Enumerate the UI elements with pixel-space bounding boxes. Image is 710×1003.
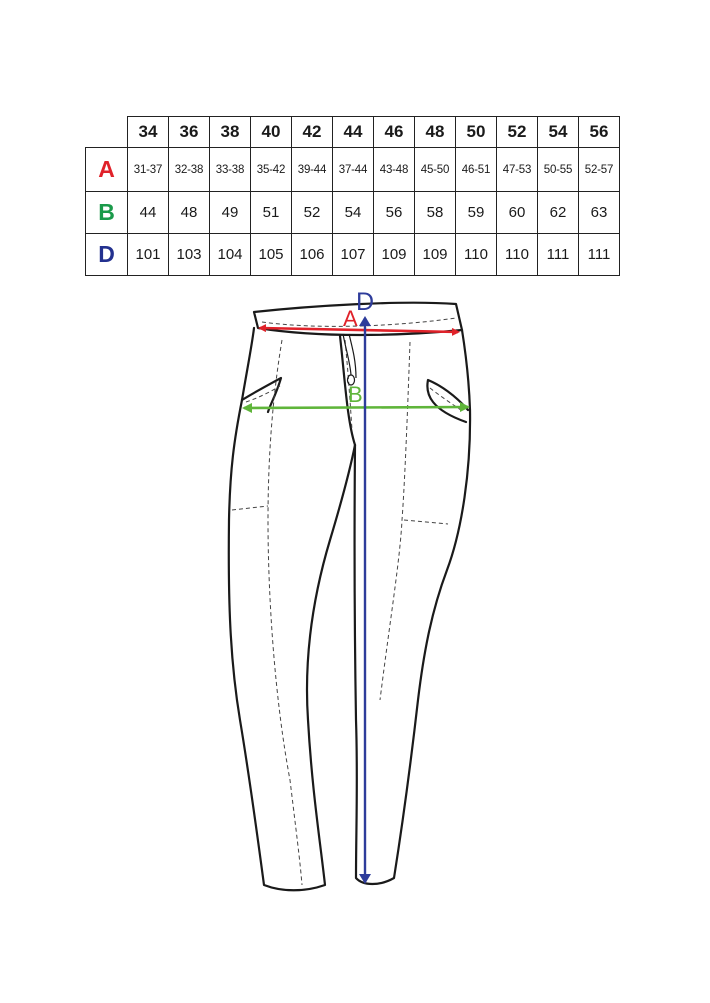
table-cell: 46-51 [455,147,497,192]
size-header-cell: 42 [291,116,333,148]
table-cell: 110 [455,233,497,276]
table-cell: 32-38 [168,147,210,192]
table-cell: 51 [250,191,292,234]
size-header-cell: 40 [250,116,292,148]
table-cell: 109 [373,233,415,276]
size-header-cell: 44 [332,116,374,148]
table-cell: 49 [209,191,251,234]
table-cell: 104 [209,233,251,276]
row-label-a: A [85,147,128,192]
table-cell: 111 [578,233,620,276]
label-a: A [343,306,358,331]
table-cell: 31-37 [127,147,169,192]
table-cell: 107 [332,233,374,276]
table-cell: 45-50 [414,147,456,192]
table-cell: 48 [168,191,210,234]
size-header-row: 34 36 38 40 42 44 46 48 50 52 54 56 [85,116,620,148]
table-cell: 39-44 [291,147,333,192]
row-label-d: D [85,233,128,276]
table-cell: 56 [373,191,415,234]
hip-arrow-b [242,402,470,413]
label-d: D [356,288,374,316]
drawstring [342,333,357,386]
size-chart-table: 34 36 38 40 42 44 46 48 50 52 54 56 A 31… [85,116,620,276]
size-header-cell: 46 [373,116,415,148]
table-cell: 33-38 [209,147,251,192]
size-header-cell: 50 [455,116,497,148]
table-cell: 110 [496,233,538,276]
table-cell: 47-53 [496,147,538,192]
label-b: B [348,382,363,407]
table-cell: 44 [127,191,169,234]
size-header-cell: 56 [578,116,620,148]
size-header-cell: 52 [496,116,538,148]
table-cell: 59 [455,191,497,234]
table-cell: 101 [127,233,169,276]
table-cell: 106 [291,233,333,276]
table-cell: 111 [537,233,579,276]
table-cell: 43-48 [373,147,415,192]
size-header-cell: 48 [414,116,456,148]
table-cell: 109 [414,233,456,276]
table-cell: 103 [168,233,210,276]
measurement-row-d: D 101 103 104 105 106 107 109 109 110 11… [85,233,620,276]
table-cell: 63 [578,191,620,234]
